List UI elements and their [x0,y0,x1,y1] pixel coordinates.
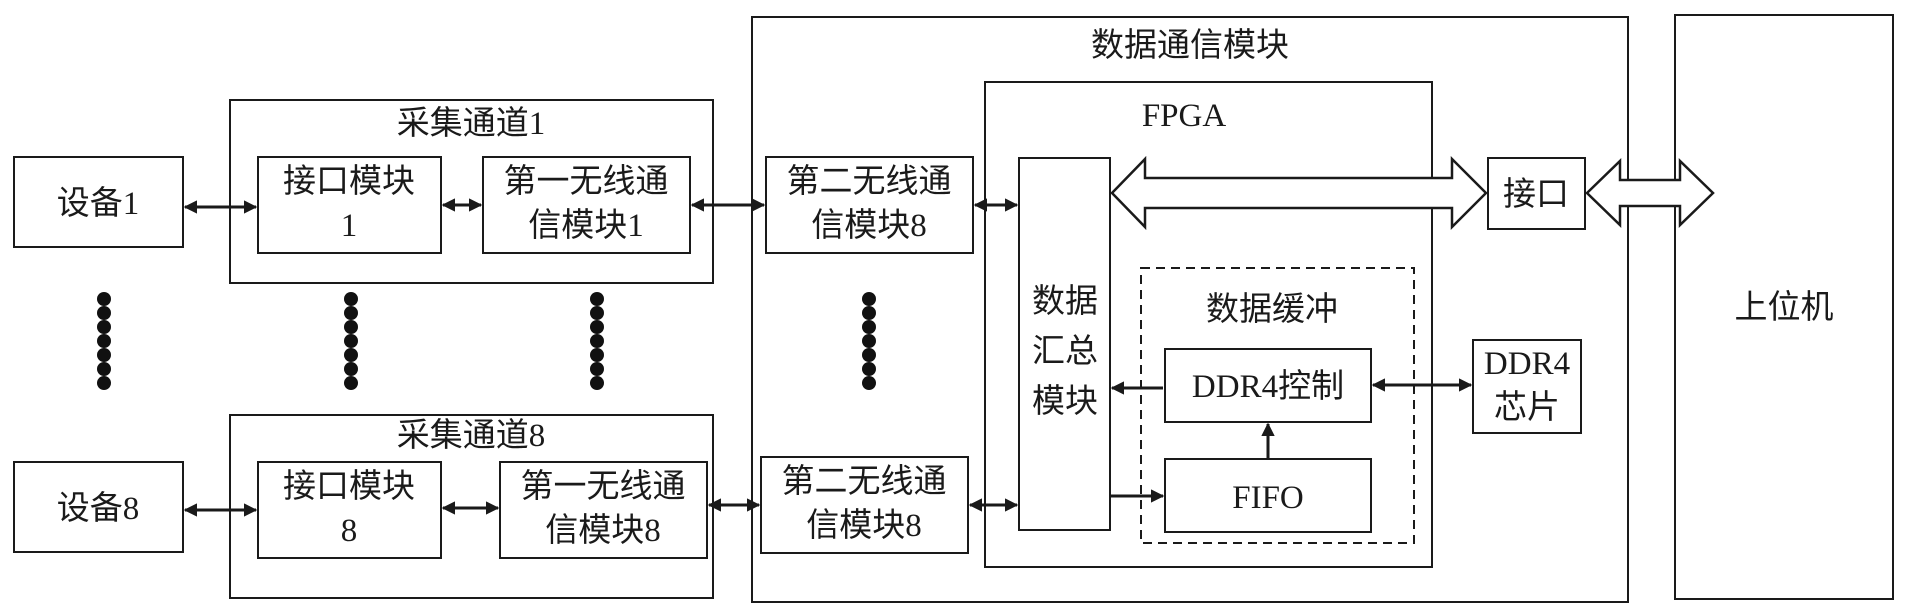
fifo-label: FIFO [1232,480,1304,516]
iface-module1-line2: 1 [341,208,358,244]
wireless1-ch1-line1: 第一无线通 [504,163,669,200]
bus-arrow-interface-host [1585,158,1715,228]
host-box [1674,14,1894,600]
ddr4-control-label: DDR4控制 [1192,368,1344,405]
channel1-title: 采集通道1 [397,105,546,142]
wireless1-ch8-line2: 信模块8 [545,512,661,549]
ddr4-chip-line2: 芯片 [1494,389,1560,426]
ddr4-control-box [1164,348,1372,423]
ellipsis-dots-wireless2 [862,292,876,390]
aggregate-line3: 模块 [1032,383,1098,420]
iface-module8-line1: 接口模块 [283,468,415,505]
device8-label: 设备8 [57,490,140,527]
wireless2-top-box [765,156,974,254]
device8-box [13,461,184,553]
wireless2-top-line2: 信模块8 [811,207,927,244]
iface-module1-line1: 接口模块 [283,163,415,200]
iface-module1-box [257,156,442,254]
aggregate-line2: 汇总 [1032,333,1098,370]
aggregate-module-box [1018,157,1111,531]
interface-box [1487,157,1586,230]
wireless1-ch1-box [482,156,691,254]
buffer-title: 数据缓冲 [1206,291,1338,328]
wireless1-ch8-line1: 第一无线通 [521,468,686,505]
ellipsis-dots-wireless1 [590,292,604,390]
host-label: 上位机 [1735,289,1834,326]
fpga-title: FPGA [1142,98,1227,134]
wireless2-bottom-line2: 信模块8 [806,507,922,544]
wireless2-top-line1: 第二无线通 [787,163,952,200]
ellipsis-dots-devices [97,292,111,390]
iface-module8-line2: 8 [341,513,358,549]
wireless1-ch8-box [499,461,708,559]
data-buffer-box [1140,267,1415,544]
wireless1-ch1-line2: 信模块1 [528,207,644,244]
iface-module8-box [257,461,442,559]
comm-module-title: 数据通信模块 [1091,27,1289,64]
bus-arrow-aggregate-interface [1110,155,1488,231]
interface-label: 接口 [1503,177,1569,213]
ellipsis-dots-iface [344,292,358,390]
channel8-title: 采集通道8 [397,417,546,454]
wireless2-bottom-box [760,456,969,554]
ddr4-chip-line1: DDR4 [1484,346,1570,382]
ddr4-chip-box [1472,339,1582,434]
aggregate-line1: 数据 [1032,283,1098,320]
fifo-box [1164,458,1372,533]
wireless2-bottom-line1: 第二无线通 [782,463,947,500]
device1-label: 设备1 [57,185,140,222]
device1-box [13,156,184,248]
